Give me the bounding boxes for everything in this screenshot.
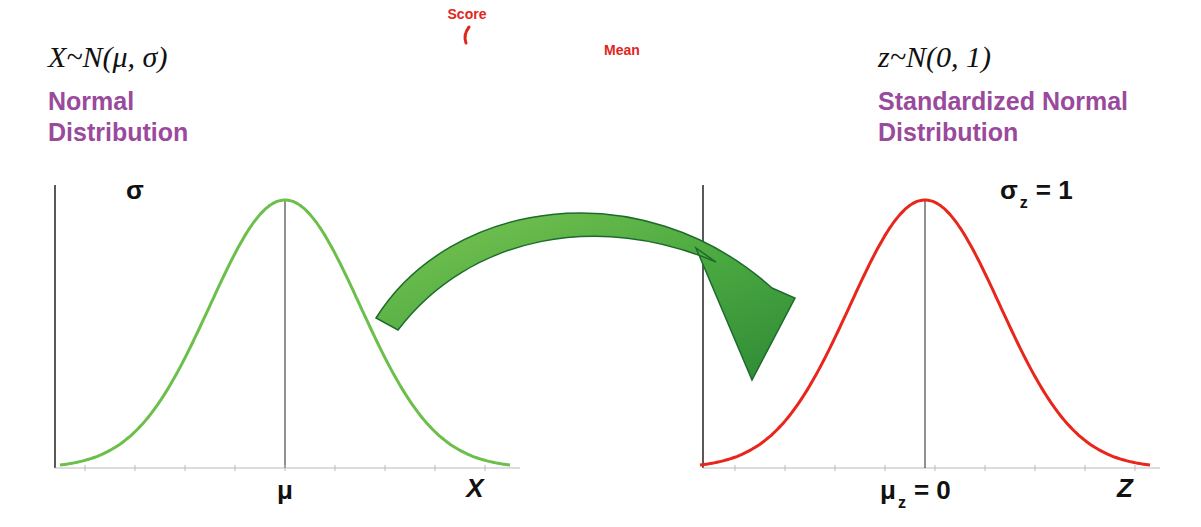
axis-tick <box>85 465 86 471</box>
axis-label: Z <box>1117 474 1133 504</box>
mu-label: μ <box>277 476 293 506</box>
annotation-label: Score <box>448 6 487 22</box>
axis-tick <box>1035 465 1036 471</box>
subscript: z <box>898 494 906 512</box>
axis-ticks <box>735 465 1135 471</box>
axis-tick <box>1085 465 1086 471</box>
distribution-title: Normal Distribution <box>48 86 228 149</box>
axis-tick <box>335 465 336 471</box>
axis-tick <box>285 465 286 471</box>
axis-tick <box>935 465 936 471</box>
transform-arrow <box>376 213 795 380</box>
axis-tick <box>435 465 436 471</box>
subscript: z <box>1020 194 1028 212</box>
axis-tick <box>385 465 386 471</box>
axis-tick <box>485 465 486 471</box>
axis-tick <box>985 465 986 471</box>
axis-tick <box>835 465 836 471</box>
axis-tick <box>785 465 786 471</box>
mu-label: μ <box>880 476 896 506</box>
pointer-mark <box>465 27 469 43</box>
value-label: = 1 <box>1036 176 1073 206</box>
y-axis <box>54 185 56 468</box>
axis-tick <box>1135 465 1136 471</box>
x-axis <box>703 468 1160 469</box>
axis-tick <box>885 465 886 471</box>
axis-tick <box>185 465 186 471</box>
distribution-title: Standardized Normal Distribution <box>878 86 1188 149</box>
axis-label: X <box>466 474 483 504</box>
x-axis <box>55 468 520 469</box>
axis-tick <box>235 465 236 471</box>
sigma-label: σ <box>126 176 144 206</box>
mean-line <box>925 200 926 468</box>
value-label: = 0 <box>914 476 951 506</box>
distribution-notation: z~N(0, 1) <box>878 40 991 75</box>
distribution-notation: X~N(μ, σ) <box>48 40 167 75</box>
sigma-label: σ <box>1000 176 1018 206</box>
y-axis <box>702 185 704 468</box>
axis-tick <box>135 465 136 471</box>
normal-curve <box>60 200 510 465</box>
axis-tick <box>735 465 736 471</box>
axis-ticks <box>85 465 485 471</box>
annotation-label: Mean <box>604 42 640 58</box>
mean-line <box>285 200 286 468</box>
